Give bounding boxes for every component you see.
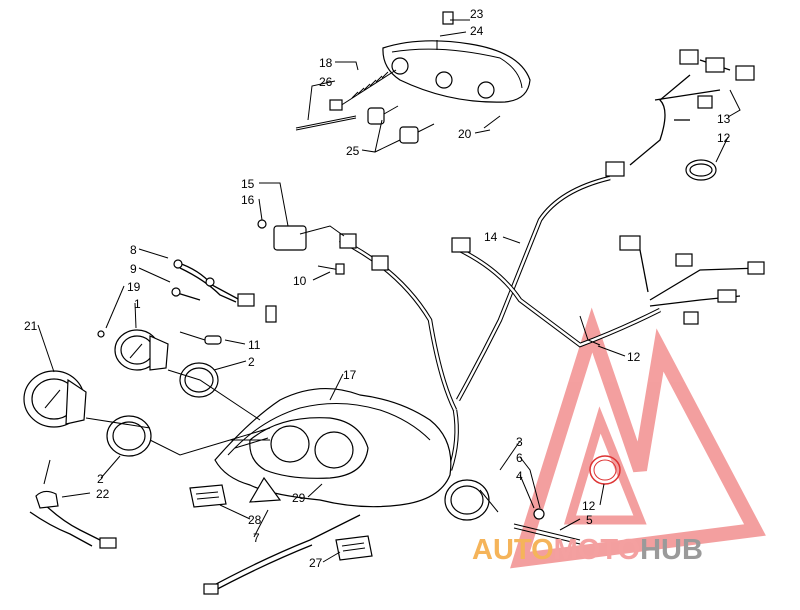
screw-10: [317, 263, 345, 275]
callout-19: 19: [127, 280, 141, 294]
speedometer-21: [23, 370, 87, 428]
dimmer-switch-15: [273, 225, 345, 251]
callout-12-middle: 12: [627, 350, 641, 364]
temp-gauge-3: [444, 479, 499, 521]
callout-11: 11: [248, 338, 261, 352]
callout-3: 3: [516, 435, 523, 449]
decal-7: [248, 476, 282, 503]
watermark-logo: [510, 307, 766, 569]
callout-18: 18: [319, 56, 333, 70]
callout-leaders: [37, 19, 741, 563]
headlight-socket-25: [367, 105, 435, 144]
cable-tie-12c: [589, 455, 621, 485]
callout-12-upper: 12: [717, 131, 731, 145]
callout-21: 21: [24, 319, 38, 333]
callout-27: 27: [309, 556, 323, 570]
gauge-wiring-8: [171, 259, 277, 323]
screw-16: [257, 219, 267, 229]
callout-2-lower: 2: [97, 472, 104, 486]
callout-28: 28: [248, 513, 262, 527]
callout-7: 7: [253, 531, 260, 545]
watermark-moto: MOTO: [554, 534, 640, 566]
callout-25: 25: [346, 144, 360, 158]
callout-29: 29: [292, 491, 306, 505]
screw-19: [97, 330, 105, 338]
dash-panel-17: [214, 388, 452, 508]
callout-13: 13: [717, 112, 731, 126]
watermark-auto: AUTO: [472, 534, 554, 566]
bulb-11: [179, 331, 222, 345]
gauge-wire-29: [203, 514, 361, 595]
watermark-text: AUTOMOTOHUB: [472, 534, 703, 566]
callout-6: 6: [516, 451, 523, 465]
callout-24: 24: [470, 24, 484, 38]
decal-27: [335, 535, 373, 561]
adjuster-screw-26: [295, 115, 357, 131]
headlight-assembly: [382, 11, 531, 103]
screw-20: [483, 115, 501, 129]
callout-12-lower: 12: [582, 499, 596, 513]
callout-9: 9: [130, 262, 137, 276]
callout-4: 4: [516, 469, 523, 483]
cable-5: [513, 523, 581, 545]
callout-17: 17: [343, 368, 357, 382]
wiring-branch-center: [338, 233, 459, 471]
callout-26: 26: [319, 75, 333, 89]
svg-text:AUTOMOTOHUB: AUTOMOTOHUB: [472, 534, 703, 566]
callout-2-upper: 2: [248, 355, 255, 369]
decal-28: [189, 484, 227, 508]
callout-10: 10: [293, 274, 307, 288]
callout-15: 15: [241, 177, 255, 191]
callout-numbers: 23 24 18 26 20 25 13 12 15 16 14 10 8 9 …: [24, 7, 731, 570]
callout-5: 5: [586, 513, 593, 527]
wiring-harness-14: [451, 235, 765, 348]
wiring-harness-upper: [456, 49, 755, 402]
nut-4: [533, 508, 545, 520]
cable-tie-12a: [685, 159, 717, 181]
watermark-hub: HUB: [640, 534, 703, 566]
callout-8: 8: [130, 243, 137, 257]
tachometer-1: [114, 329, 169, 371]
callout-22: 22: [96, 487, 110, 501]
callout-1: 1: [134, 297, 141, 311]
callout-20: 20: [458, 127, 472, 141]
callout-14: 14: [484, 230, 498, 244]
speedo-harness-22: [29, 459, 117, 549]
callout-16: 16: [241, 193, 255, 207]
callout-23: 23: [470, 7, 484, 21]
adjuster-spring: [329, 69, 397, 111]
alignment-lines: [85, 369, 270, 456]
